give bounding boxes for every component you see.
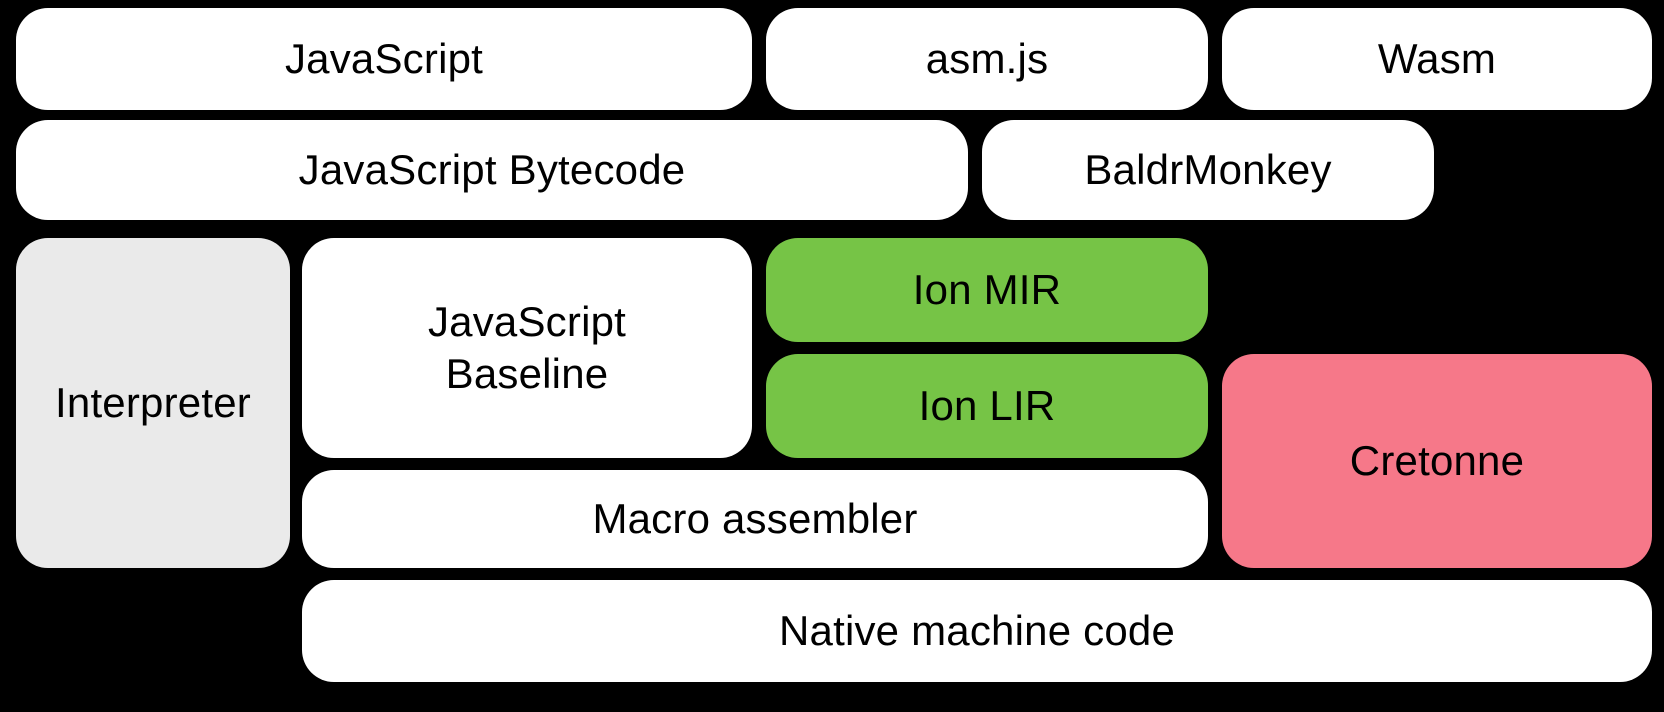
node-wasm: Wasm xyxy=(1222,8,1652,110)
node-javascript-baseline: JavaScript Baseline xyxy=(302,238,752,458)
node-javascript: JavaScript xyxy=(16,8,752,110)
node-asmjs: asm.js xyxy=(766,8,1208,110)
node-ion-mir: Ion MIR xyxy=(766,238,1208,342)
node-native-machine-code: Native machine code xyxy=(302,580,1652,682)
node-interpreter: Interpreter xyxy=(16,238,290,568)
node-macro-assembler: Macro assembler xyxy=(302,470,1208,568)
node-javascript-bytecode: JavaScript Bytecode xyxy=(16,120,968,220)
node-baldrmonkey: BaldrMonkey xyxy=(982,120,1434,220)
node-cretonne: Cretonne xyxy=(1222,354,1652,568)
node-ion-lir: Ion LIR xyxy=(766,354,1208,458)
